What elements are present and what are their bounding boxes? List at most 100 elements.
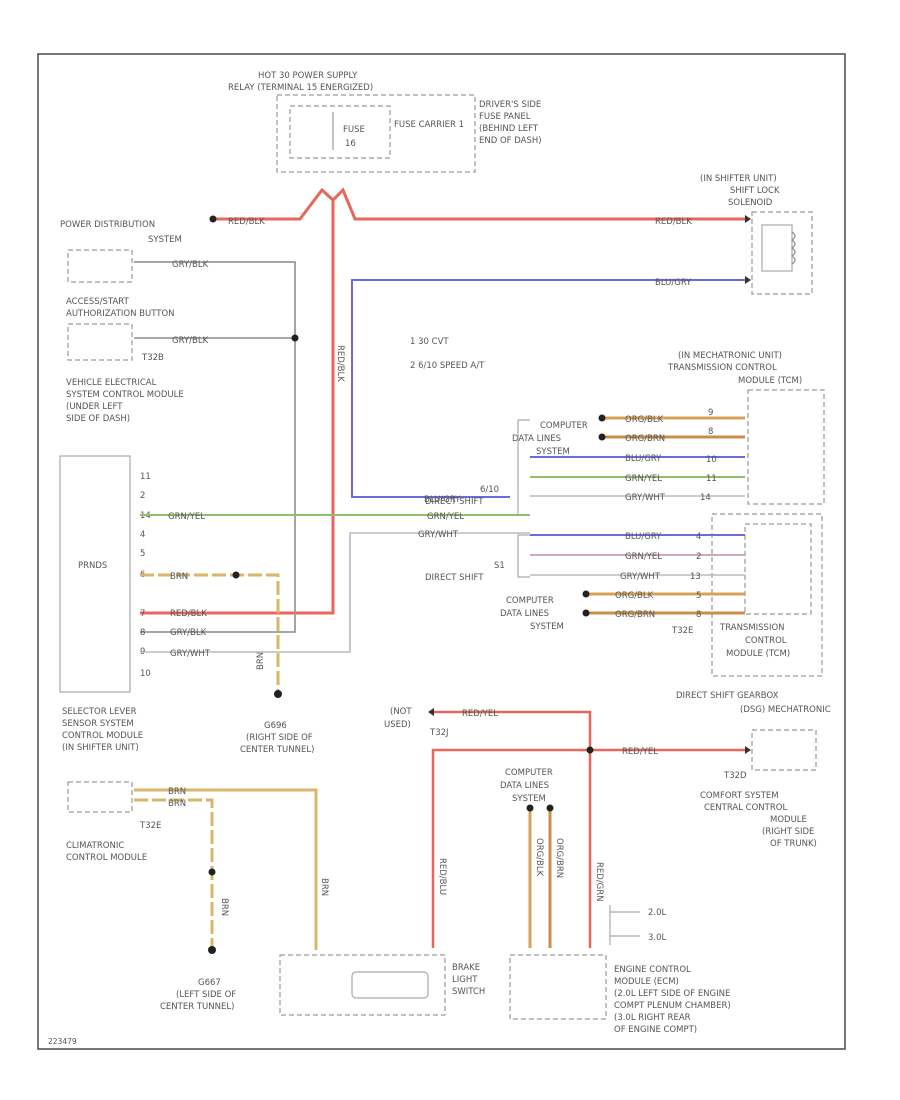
tcm-bottom-pin: 4	[696, 532, 701, 542]
splice-brake	[586, 746, 594, 754]
bracket-direct-shift-2	[517, 534, 530, 578]
shifter-label: (IN SHIFTER UNIT)	[700, 174, 777, 184]
cdl-3-label: COMPUTER	[505, 768, 553, 778]
comfort-box	[751, 729, 817, 771]
wire-red-prnds	[140, 200, 335, 615]
cdl-1-label: COMPUTER	[540, 421, 588, 431]
tcm-top-label: (IN MECHATRONIC UNIT)	[678, 351, 782, 361]
wire-label-brn-3: BRN	[168, 799, 186, 809]
arrow-icon	[745, 215, 751, 223]
prnds-pin: 4	[140, 530, 145, 540]
prnds-label: PRNDS	[78, 561, 107, 571]
ground-g696-label-2: (RIGHT SIDE OF	[246, 733, 313, 743]
brake-switch-box	[279, 954, 446, 1016]
wire-blue-shift	[351, 279, 745, 498]
wire-label-org-brn-1: ORG/BRN	[625, 434, 665, 444]
legend-item-1: 1 30 CVT	[410, 337, 449, 347]
connector-cdl-1b	[598, 433, 606, 441]
drivers-side-label: DRIVER'S SIDE	[479, 100, 541, 110]
t32j-label: T32J	[429, 728, 449, 738]
tcm-top-pins: 9 8 10 11 14	[700, 408, 717, 503]
shifter-label-3: SOLENOID	[728, 198, 773, 208]
brake-switch-body	[351, 971, 429, 999]
shift-lock-solenoid	[761, 224, 793, 272]
figure-id: 223479	[48, 1037, 77, 1046]
connector-cdl-2b	[582, 609, 590, 617]
selector-label: SELECTOR LEVER	[62, 707, 137, 717]
tcm-top-label-3: MODULE (TCM)	[738, 376, 802, 386]
tcm-bottom-pin: 2	[696, 552, 701, 562]
wire-label-grn-blk-2: GRY/BLK	[172, 336, 209, 346]
comfort-label: COMFORT SYSTEM	[700, 791, 779, 801]
direct-shift-label-2: DIRECT SHIFT	[425, 497, 484, 507]
comfort-label-4: (RIGHT SIDE	[762, 827, 814, 837]
comfort-label-2: CENTRAL CONTROL	[704, 803, 787, 813]
shift-lock-box	[751, 211, 813, 295]
prnds-module	[59, 455, 131, 693]
tcm-top-pin: 9	[708, 408, 713, 418]
wire-label-gry-wht-2: GRY/WHT	[170, 649, 211, 659]
vesc-label-3: (UNDER LEFT	[66, 402, 123, 412]
wire-label-brn-4: BRN	[219, 898, 229, 916]
t32e-label: T32E	[671, 626, 693, 636]
cdl-2-label-3: SYSTEM	[530, 622, 564, 632]
tcm-bottom-inner-box	[744, 523, 812, 615]
solenoid-coil-icon	[790, 231, 796, 265]
wire-grey-prnds-9	[140, 532, 530, 653]
pds-label: POWER DISTRIBUTION	[60, 220, 155, 230]
wire-label-grn-blk-3: GRY/BLK	[170, 628, 207, 638]
wire-grey-pds	[134, 261, 296, 633]
pds-box	[67, 249, 133, 283]
vesc-label: VEHICLE ELECTRICAL	[66, 378, 157, 388]
cdl-1-label-2: DATA LINES	[512, 434, 561, 444]
hot-supply-label-2: RELAY (TERMINAL 15 ENERGIZED)	[228, 83, 373, 93]
engine-30-label: 3.0L	[648, 933, 667, 943]
tcm-bottom-pin: 5	[696, 591, 701, 601]
wire-label-grn-blk-1: GRY/BLK	[172, 260, 209, 270]
brake-label: BRAKE	[452, 963, 480, 973]
drivers-side-label-2: FUSE PANEL	[479, 112, 531, 122]
wire-label-brn-5: BRN	[319, 878, 329, 896]
cdl-3-label-2: DATA LINES	[500, 781, 549, 791]
ecm-label-2: MODULE (ECM)	[614, 977, 679, 987]
tcm-top-pin: 8	[708, 427, 713, 437]
ecm-label-5: (3.0L RIGHT REAR	[614, 1013, 691, 1023]
vesc-label-2: SYSTEM CONTROL MODULE	[66, 390, 184, 400]
wire-brown-selector-2	[134, 798, 214, 948]
t32b-label: T32B	[141, 353, 164, 363]
wire-label-grn-yel-4: GRN/YEL	[625, 552, 662, 562]
connector-cdl-1a	[598, 414, 606, 422]
prnds-pin: 7	[140, 609, 145, 619]
connector-arrows	[428, 215, 751, 754]
tcm-bottom-pin: 13	[690, 572, 701, 582]
shifter-label-2: SHIFT LOCK	[730, 186, 780, 196]
wire-label-red-blk-3: RED/BLK	[170, 609, 207, 619]
wire-label-brn-1: BRN	[170, 572, 188, 582]
wire-label-red-yel-1: RED/YEL	[462, 709, 498, 719]
pds-label-2: SYSTEM	[148, 235, 182, 245]
tcm-top-label-2: TRANSMISSION CONTROL	[667, 363, 777, 373]
tcm-top-pin: 10	[706, 455, 717, 465]
selector-label-4: (IN SHIFTER UNIT)	[62, 743, 139, 753]
wire-label-grn-yel-3: GRN/YEL	[427, 512, 464, 522]
wire-brown-selector-1	[134, 788, 318, 950]
connector-cdl-3a	[526, 804, 534, 812]
splice-selector	[208, 868, 216, 876]
fuse-box	[289, 105, 391, 159]
splice-pds	[209, 215, 217, 223]
drivers-side-label-3: (BEHIND LEFT	[479, 124, 539, 134]
tcm-top-box	[747, 389, 825, 505]
wire-label-org-blk-1: ORG/BLK	[625, 415, 664, 425]
trans-cm-label-2: CONTROL	[745, 636, 787, 646]
wire-red-not-used	[434, 710, 592, 948]
ecm-box	[509, 954, 607, 1020]
splice-prnds-ground	[232, 571, 240, 579]
cdl-3-label-3: SYSTEM	[512, 794, 546, 804]
wire-label-blu-gry-2: BLU/GRY	[424, 495, 461, 505]
cdl-1-label-3: SYSTEM	[536, 447, 570, 457]
legend-item-2: 2 6/10 SPEED A/T	[410, 361, 485, 371]
wire-label-org-blk-3: ORG/BLK	[534, 838, 544, 877]
prnds-pin: 10	[140, 669, 151, 679]
fuse-panel-box	[276, 94, 476, 173]
